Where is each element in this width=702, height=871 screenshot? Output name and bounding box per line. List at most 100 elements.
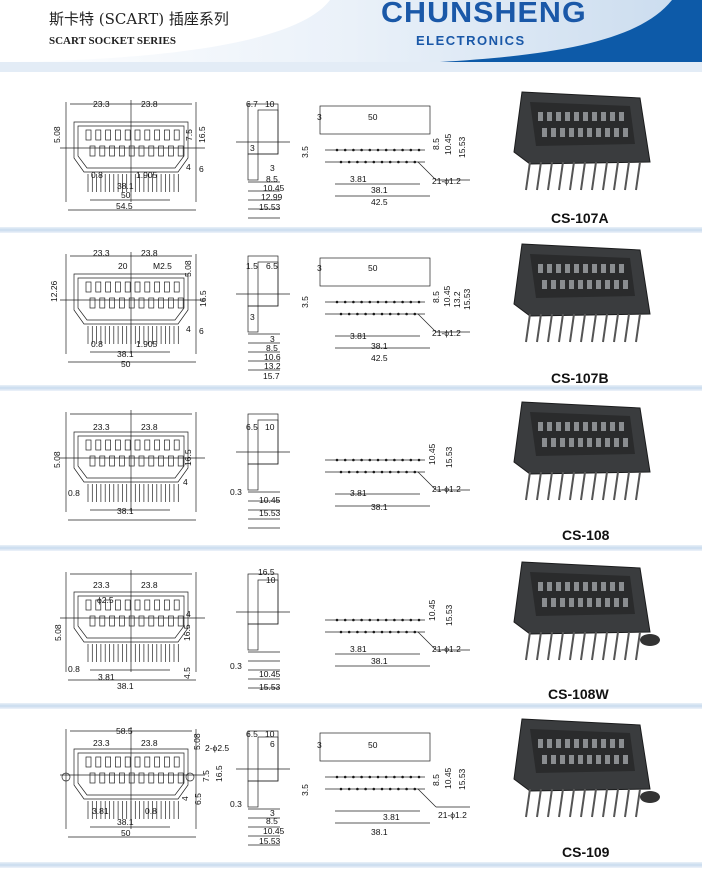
- contact-slot: [105, 599, 111, 611]
- dimension-label: 10.45: [259, 495, 281, 505]
- dimension-label: 21-ϕ1.2: [432, 484, 461, 494]
- contact-slot: [115, 129, 121, 141]
- contact-slot: [177, 297, 184, 309]
- product-photo-contact: [578, 755, 583, 764]
- contact-slot: [177, 455, 184, 467]
- contact-slot: [109, 297, 115, 309]
- product-model-label: CS-108W: [548, 686, 609, 702]
- product-photo-pin: [624, 471, 630, 501]
- dimension-label: 23.3: [93, 248, 110, 258]
- contact-slot: [173, 129, 180, 141]
- page-header: 斯卡特 (SCART) 插座系列 SCART SOCKET SERIES CHU…: [0, 0, 702, 72]
- product-photo-contact: [614, 438, 619, 447]
- dimension-label: 15.53: [444, 446, 454, 468]
- side-view-inner: [257, 109, 279, 155]
- product-photo-face: [530, 254, 635, 298]
- contact-slot: [168, 145, 174, 157]
- product-photo-contact: [601, 422, 606, 431]
- dimension-label: 8.5: [266, 174, 278, 184]
- front-view-inner-outline: [77, 277, 185, 321]
- product-photo-contact: [610, 264, 615, 273]
- dimension-label: 3: [317, 263, 322, 273]
- product-photo-pin: [635, 788, 641, 818]
- product-photo-pin: [558, 471, 564, 501]
- bottom-view-outline: [319, 732, 431, 762]
- dimension-label: 16.5: [258, 567, 275, 577]
- dimension-label: 15.53: [457, 136, 467, 158]
- product-photo-pin: [591, 788, 597, 818]
- product-photo-contact: [587, 438, 592, 447]
- contact-slot: [85, 281, 92, 293]
- product-photo-pin: [602, 161, 608, 191]
- dimension-label: 10.45: [259, 669, 281, 679]
- dimension-label: 3: [270, 334, 275, 344]
- contact-slot: [109, 145, 115, 157]
- product-photo-contact: [587, 598, 592, 607]
- contact-slot: [124, 599, 131, 611]
- product-photo-contact: [542, 598, 547, 607]
- contact-slot: [128, 455, 135, 467]
- dimension-label: 38.1: [371, 656, 388, 666]
- contact-slot: [124, 439, 131, 451]
- dimension-label: 6.5: [193, 793, 203, 805]
- product-photo-pin: [591, 313, 597, 343]
- product-photo-contact: [556, 582, 561, 591]
- contact-slot: [134, 756, 141, 768]
- mounting-hole: [185, 772, 195, 782]
- dimension-label: 8.5: [431, 138, 441, 150]
- contact-slot: [89, 145, 96, 157]
- leader-line: [417, 631, 437, 651]
- dimension-label: 10.45: [263, 826, 285, 836]
- contact-slot: [164, 599, 170, 611]
- product-photo-contact: [587, 280, 592, 289]
- product-photo-face: [530, 102, 635, 146]
- dimension-label: 3: [270, 163, 275, 173]
- contact-slot: [148, 772, 155, 784]
- product-photo-contact: [623, 438, 628, 447]
- dimension-label: 15.53: [444, 604, 454, 626]
- product-photo-pin: [624, 161, 630, 191]
- contact-slot: [148, 615, 155, 627]
- product-photo-contact: [551, 128, 556, 137]
- product-photo-contact: [623, 755, 628, 764]
- contact-slot: [138, 455, 145, 467]
- product-photo-pin: [547, 471, 553, 501]
- dimension-label: 15.53: [259, 202, 281, 212]
- dimension-label: 50: [368, 263, 378, 273]
- dimension-label: 4: [186, 609, 191, 619]
- dimension-label: 15.53: [259, 682, 281, 692]
- dimension-label: 10.45: [443, 133, 453, 155]
- front-view-outline: [73, 748, 189, 800]
- contact-slot: [115, 599, 121, 611]
- contact-slot: [154, 129, 160, 141]
- product-photo-contact: [574, 112, 579, 121]
- product-photo-pin: [558, 313, 564, 343]
- product-photo-pin: [580, 788, 586, 818]
- product-photo-contact: [551, 438, 556, 447]
- product-photo-contact: [556, 264, 561, 273]
- product-photo-contact: [565, 112, 570, 121]
- product-photo-pin: [602, 471, 608, 501]
- product-photo-pin: [613, 313, 619, 343]
- contact-slot: [138, 145, 145, 157]
- side-view-inner: [257, 419, 279, 465]
- product-photo-contact: [610, 739, 615, 748]
- product-photo-pin: [536, 631, 542, 661]
- product-photo-contact: [592, 264, 597, 273]
- product-photo-contact: [538, 112, 543, 121]
- dimension-label: 16.5: [197, 126, 207, 143]
- section-divider: [0, 227, 702, 233]
- dimension-label: 38.1: [371, 185, 388, 195]
- product-photo-contact: [619, 422, 624, 431]
- product-photo-pin: [525, 161, 531, 191]
- product-photo-contact: [583, 264, 588, 273]
- contact-slot: [144, 439, 151, 451]
- dimension-label: 12.99: [261, 192, 283, 202]
- product-photo-contact: [547, 739, 552, 748]
- product-photo-contact: [574, 422, 579, 431]
- contact-slot: [173, 439, 180, 451]
- dimension-label: 4: [186, 162, 191, 172]
- dimension-label: 8.5: [266, 343, 278, 353]
- product-photo-pin: [547, 313, 553, 343]
- side-view-inner: [257, 736, 279, 782]
